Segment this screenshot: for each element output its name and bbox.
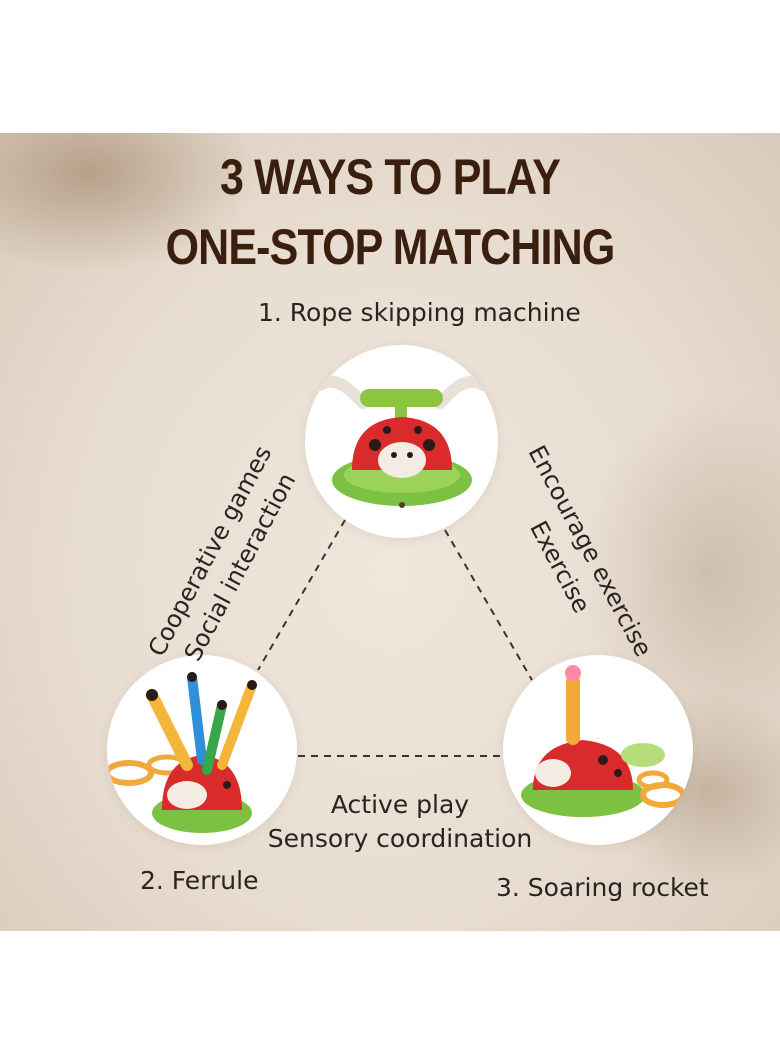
title-line-2: ONE-STOP MATCHING [165,219,616,275]
bottom-benefit-1: Active play [330,790,470,819]
left-dashed-line [257,519,346,671]
right-dashed-line [444,529,533,681]
mode-1-label: 1. Rope skipping machine [258,298,581,327]
rope-skipping-machine-image [305,345,498,538]
soaring-rocket-image [503,655,693,845]
title-line-1: 3 WAYS TO PLAY [219,149,561,205]
mode-3-label: 3. Soaring rocket [496,873,709,902]
ferrule-image [107,655,297,845]
bottom-benefit-2: Sensory coordination [267,824,533,853]
mode-2-label: 2. Ferrule [140,866,259,895]
